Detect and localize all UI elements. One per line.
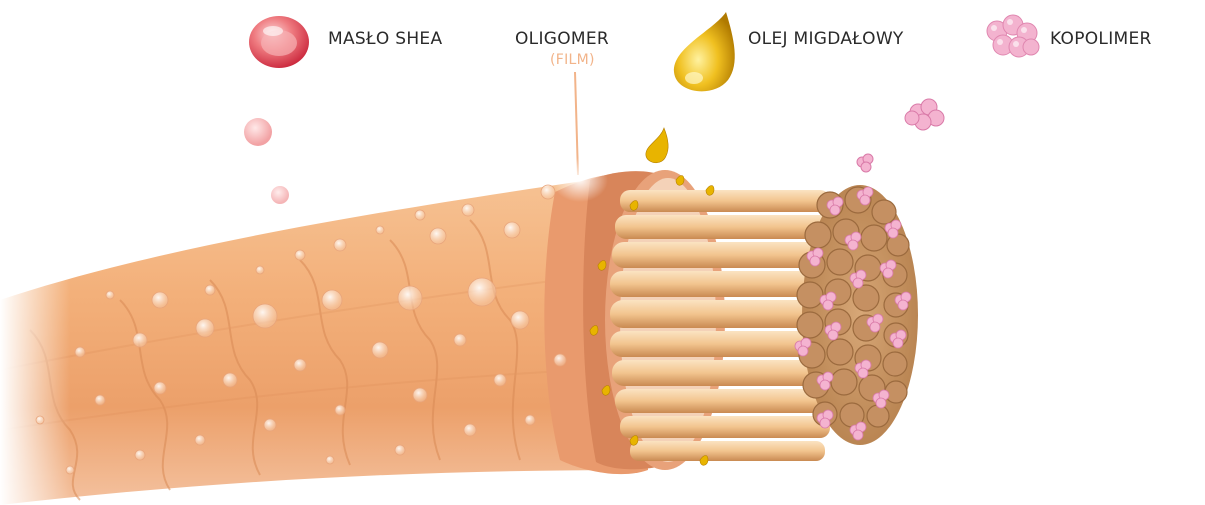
floating-shea-bubble-icon — [244, 118, 272, 146]
floating-copolymer-icon — [857, 99, 944, 172]
floating-oil-drop-icon — [646, 128, 668, 163]
